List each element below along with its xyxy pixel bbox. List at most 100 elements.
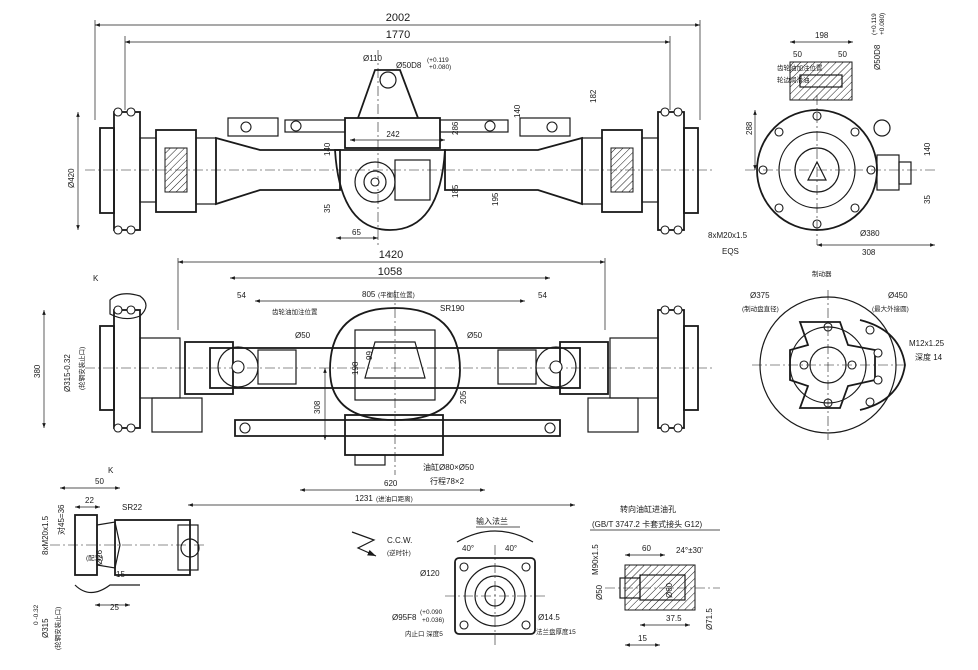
dim-185: 185 (451, 184, 460, 198)
side-bolt-std: EQS (722, 247, 739, 256)
detail-dim-25: 25 (110, 603, 119, 612)
angle-right: 40° (505, 544, 517, 553)
dim-1058: 1058 (378, 266, 402, 278)
side-dim-198: 198 (815, 31, 829, 40)
detail-k-label: K (108, 466, 114, 475)
dim-35: 35 (323, 204, 332, 213)
port-standard: (GB/T 3747.2 卡套式接头 G12) (592, 519, 702, 529)
input-fit: Ø95F8 (392, 613, 417, 622)
port-angle: 24°±30' (676, 546, 703, 555)
port-dia-50: Ø50 (595, 584, 604, 600)
detail-k-view: K 50 22 SR22 8xM20x1.5 对45=36 Ø26 (配套) 1… (33, 466, 205, 650)
dim-182: 182 (589, 89, 598, 103)
dim-805: 805 (362, 290, 376, 299)
dim-308: 308 (313, 400, 322, 414)
detail-note-26: (配套) (86, 553, 103, 562)
dia-50-right: Ø50 (467, 331, 483, 340)
brake-dia-450: Ø450 (888, 291, 908, 300)
note-fill: 齿轮油加注位置 (272, 307, 318, 316)
flange-fit-tol-upper: (+0.119 (427, 57, 449, 64)
brake-dia-375: Ø375 (750, 291, 770, 300)
port-dia-60: Ø60 (665, 582, 674, 598)
detail-dia-315: Ø315 (41, 618, 50, 638)
detail-dim-15: 15 (116, 570, 125, 579)
port-dim-15: 15 (638, 634, 647, 643)
hub-dia: Ø420 (67, 168, 76, 188)
rotation-arrow-icon (351, 531, 377, 557)
input-fit-tol-lower: +0.036) (422, 617, 444, 624)
input-flange-title: 输入法兰 (476, 516, 508, 526)
dim-1231: 1231 (355, 494, 373, 503)
detail-dim-22: 22 (85, 496, 94, 505)
side-dim-35: 35 (923, 195, 932, 204)
note-315: (轮辋安装止口) (77, 347, 86, 390)
input-note-right: 法兰盘厚度15 (536, 627, 576, 636)
brake-note-450: (最大外接圆) (872, 304, 909, 313)
detail-note-315: (轮辋安装止口) (53, 607, 62, 650)
brake-title: 制动器 (812, 269, 832, 278)
detail-tol: 0 -0.32 (33, 604, 40, 625)
note-1231: (进油口距离) (376, 494, 413, 503)
detail-sr22: SR22 (122, 503, 143, 512)
side-note-upper: 齿轮油加注位置 (777, 63, 823, 72)
side-dim-50-left: 50 (793, 50, 802, 59)
dim-140b: 140 (323, 142, 332, 156)
port-dia-71-5: Ø71.5 (705, 608, 714, 630)
input-dia-120: Ø120 (420, 569, 440, 578)
side-bolt-spec: 8xM20x1.5 (708, 231, 748, 240)
side-note-lower: 轮边润滑油 (777, 75, 810, 84)
dim-620: 620 (384, 479, 398, 488)
dim-1420: 1420 (379, 249, 403, 261)
angle-left: 40° (462, 544, 474, 553)
sr190: SR190 (440, 304, 465, 313)
note-805: (平衡缸位置) (378, 290, 415, 299)
flange-fit-tol-lower: +0.080) (429, 64, 451, 71)
label-k: K (93, 274, 99, 283)
brake-view: 制动器 Ø375 (制动盘直径) Ø450 (最大外接圆) M12x1.25 深… (742, 269, 945, 440)
detail-dim-50: 50 (95, 477, 104, 486)
dia-50-left: Ø50 (295, 331, 311, 340)
input-fit-tol-upper: (+0.090 (420, 609, 443, 616)
detail-hex: 对45=36 (56, 504, 66, 535)
side-pcd: Ø380 (860, 229, 880, 238)
dim-195: 195 (491, 192, 500, 206)
flange-fit: Ø50D8 (396, 61, 422, 70)
dim-99: 99 (365, 351, 374, 360)
dim-286: 286 (451, 121, 460, 135)
cylinder-spec: 油缸Ø80×Ø50 (423, 462, 474, 472)
side-fit-tol-upper: (+0.119 (871, 13, 878, 35)
dim-198: 198 (351, 361, 360, 375)
side-dim-288: 288 (745, 121, 754, 135)
dim-54-right: 54 (538, 291, 547, 300)
input-note-left: 内止口 深度5 (405, 629, 443, 638)
side-view: 198 50 50 Ø50D8 (+0.119 +0.080) 齿轮油加注位置 … (708, 13, 935, 257)
port-thread: M90x1.5 (591, 544, 600, 575)
side-fit: Ø50D8 (873, 44, 882, 70)
dim-205: 205 (459, 390, 468, 404)
brake-note-375: (制动盘直径) (742, 304, 779, 313)
top-view: 2002 1770 (67, 12, 712, 245)
dim-242: 242 (386, 130, 400, 139)
dim-315: Ø315-0.32 (63, 354, 72, 392)
pin-dia: Ø110 (363, 54, 383, 63)
brake-depth: 深度 14 (915, 352, 943, 362)
dim-flange-span: 1770 (386, 29, 410, 41)
input-hole: Ø14.5 (538, 613, 560, 622)
dim-140: 140 (513, 104, 522, 118)
dim-54-left: 54 (237, 291, 246, 300)
side-dim-308: 308 (862, 248, 876, 257)
brake-thread: M12x1.25 (909, 339, 945, 348)
port-dim-60: 60 (642, 544, 651, 553)
detail-thread: 8xM20x1.5 (41, 515, 50, 555)
stroke-spec: 行程78×2 (430, 476, 465, 486)
input-flange-view: 输入法兰 40° 40° Ø120 Ø95F8 (+0.090 +0.036) … (392, 516, 576, 645)
dim-65: 65 (352, 228, 361, 237)
port-dim-37-5: 37.5 (666, 614, 682, 623)
rotation-note-text: (逆时针) (387, 548, 411, 557)
side-dim-140: 140 (923, 142, 932, 156)
side-fit-tol-lower: +0.080) (879, 13, 886, 35)
rotation-note: C.C.W. (逆时针) (351, 531, 412, 557)
rotation-label: C.C.W. (387, 536, 412, 545)
dim-overall-width: 2002 (386, 12, 410, 24)
